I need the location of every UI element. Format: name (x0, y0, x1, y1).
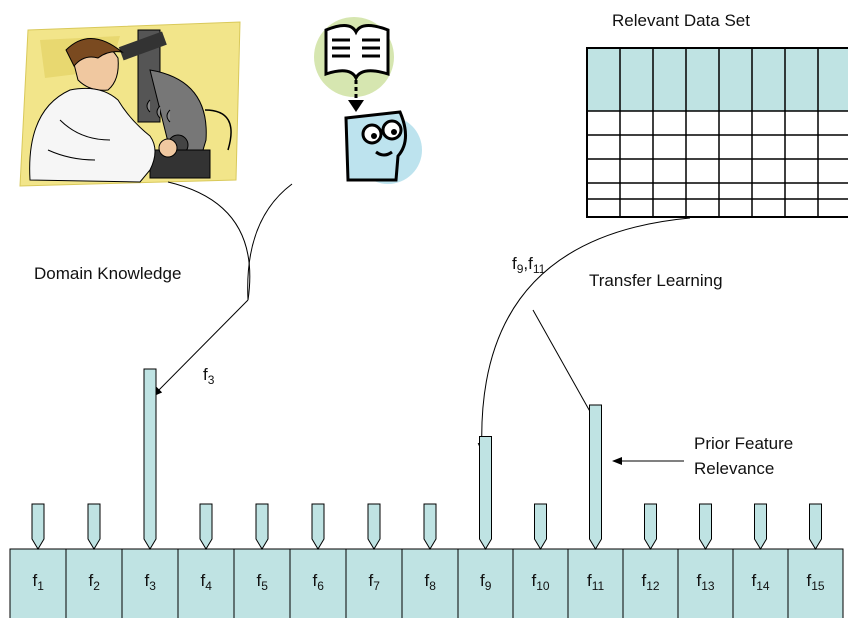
book-reader-icon (314, 17, 422, 184)
feature-label-f5: f5 (256, 571, 268, 593)
relevance-bar-f7 (367, 503, 381, 550)
feature-label-f6: f6 (312, 571, 324, 593)
relevance-bar-f3 (143, 368, 157, 550)
connectors (152, 181, 691, 465)
feature-cell-f15 (787, 548, 844, 618)
relevance-bar-f12 (644, 503, 657, 550)
feature-label-f8: f8 (424, 571, 436, 593)
domain-knowledge-curve-left (167, 181, 251, 301)
feature-cell-f9 (457, 548, 514, 618)
feature-label-f14: f14 (751, 571, 770, 593)
scientist-microscope-icon (19, 21, 241, 187)
relevance-bar-f11 (589, 404, 602, 550)
feature-label-f15: f15 (806, 571, 825, 593)
transfer-features-annotation: f9,f11 (512, 254, 546, 276)
feature-label-f4: f4 (200, 571, 212, 593)
feature-label-f3: f3 (144, 571, 156, 593)
relevance-bar-f14 (754, 503, 767, 550)
domain-knowledge-arrow (152, 299, 249, 397)
transfer-learning-curve (477, 217, 691, 453)
domain-knowledge-curve-right (247, 183, 293, 301)
transfer-learning-branch-arrow (532, 309, 598, 425)
feature-label-f10: f10 (531, 571, 550, 593)
data-set-title: Relevant Data Set (612, 11, 750, 30)
relevance-bar-f5 (255, 503, 269, 550)
relevance-bar-f9 (479, 436, 492, 550)
feature-cell-f8 (401, 548, 459, 618)
feature-cell-f12 (622, 548, 679, 618)
prior-relevance-label-line2: Relevance (694, 459, 775, 478)
f3-annotation: f3 (203, 365, 215, 387)
relevance-bar-f1 (31, 503, 45, 550)
feature-cell-f13 (677, 548, 734, 618)
domain-knowledge-label: Domain Knowledge (34, 264, 182, 283)
feature-label-f7: f7 (368, 571, 380, 593)
feature-label-f9: f9 (480, 571, 492, 593)
relevance-bar-f8 (423, 503, 437, 550)
feature-label-f13: f13 (696, 571, 715, 593)
feature-label-f11: f11 (587, 571, 605, 593)
relevance-bar-f4 (199, 503, 213, 550)
feature-cell-f4 (177, 548, 235, 618)
feature-label-f1: f1 (32, 571, 44, 593)
relevance-bar-f2 (87, 503, 101, 550)
relevance-bar-f10 (534, 503, 547, 550)
relevance-bar-f13 (699, 503, 712, 550)
relevant-data-table (586, 47, 848, 218)
relevance-bar-f6 (311, 503, 325, 550)
prior-relevance-label-line1: Prior Feature (694, 434, 794, 453)
feature-label-f2: f2 (88, 571, 100, 593)
transfer-learning-label: Transfer Learning (589, 271, 723, 290)
relevance-bar-f15 (809, 503, 822, 550)
feature-label-f12: f12 (641, 571, 660, 593)
feature-layer (9, 368, 844, 618)
feature-cell-f11 (567, 548, 624, 618)
